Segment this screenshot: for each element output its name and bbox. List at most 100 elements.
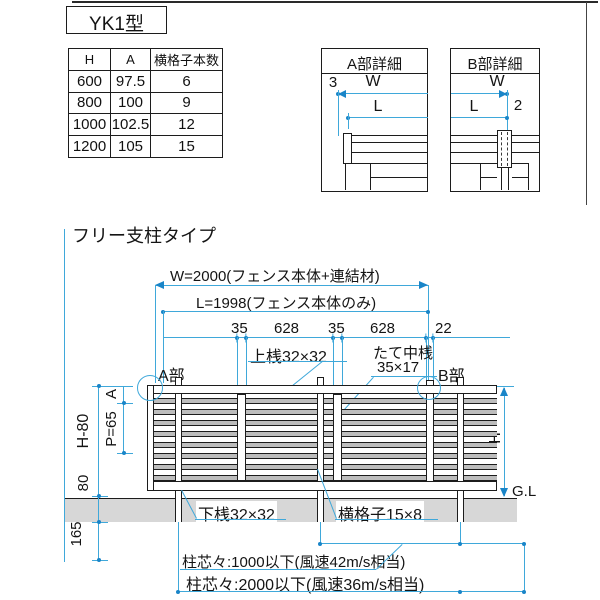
dim-dot — [458, 541, 462, 546]
dim-dot — [96, 384, 101, 388]
detail-b-title: B部詳細 — [467, 56, 523, 73]
line — [512, 177, 528, 179]
dim-seg-628a: 628 — [274, 320, 300, 337]
left-dim-line-outer — [98, 386, 100, 560]
dim-dot — [522, 589, 526, 594]
line — [451, 142, 497, 144]
note2-bracket-line — [178, 591, 525, 593]
cell-h: 1000 — [68, 113, 111, 137]
line — [370, 163, 372, 190]
fence-slat — [154, 453, 497, 459]
note2-label: 柱芯々:2000以下(風速36m/s相当) — [186, 577, 425, 594]
detail-a-separator — [322, 73, 427, 75]
line — [512, 142, 539, 144]
dim-dot — [522, 541, 526, 546]
spec-table: H A 横格子本数 600 97.5 6 800 100 9 1000 102.… — [68, 48, 223, 158]
dim-80-label: 80 — [75, 474, 92, 492]
line — [512, 152, 539, 154]
dim-h-arrow-down — [500, 488, 508, 497]
bracket-connector — [524, 543, 526, 591]
detail-b-box — [450, 48, 540, 192]
table-row: 1200 105 15 — [68, 135, 223, 158]
dim-w-label: W=2000(フェンス本体+連結材) — [170, 268, 380, 285]
callout-a-circle — [137, 375, 163, 401]
dim-l-label: L=1998(フェンス本体のみ) — [196, 295, 377, 312]
line — [451, 152, 497, 154]
dim-dot — [505, 115, 509, 120]
top-rail-label: 上桟32×32 — [250, 349, 327, 366]
cell-a: 100 — [110, 91, 151, 115]
line — [512, 163, 528, 165]
model-title-box — [66, 6, 167, 34]
page-left-rule — [64, 229, 66, 562]
cell-h: 800 — [68, 91, 111, 115]
post-drop-line — [460, 522, 462, 543]
spec-header-count: 横格子本数 — [150, 48, 223, 71]
line — [528, 163, 530, 190]
fence-slat — [154, 398, 497, 404]
fence-mullion — [333, 394, 342, 481]
note1-label: 柱芯々:1000以下(風速42m/s相当) — [182, 554, 406, 571]
detail-a-ext-line2 — [348, 113, 350, 129]
line — [480, 177, 497, 179]
callout-b-circle — [417, 376, 441, 400]
dim-dot — [458, 589, 462, 594]
ground-band — [65, 498, 517, 522]
dim-l-line — [163, 311, 428, 313]
model-title: YK1型 — [89, 14, 144, 35]
dim-seg-22: 22 — [435, 320, 452, 337]
cell-count: 15 — [150, 135, 223, 158]
detail-b-w-label: W — [489, 73, 505, 90]
detail-b-w-line — [451, 93, 507, 95]
ext-line — [163, 311, 165, 383]
table-row: 1000 102.5 12 — [68, 113, 223, 137]
detail-b-l-label: L — [469, 98, 479, 115]
dim-h-line — [504, 388, 506, 496]
dim-165-label: 165 — [68, 521, 85, 547]
fence-slat — [154, 409, 497, 415]
detail-b-post-hidden-line — [501, 132, 502, 166]
detail-b-w-arrow — [499, 89, 507, 98]
detail-b-post — [497, 130, 512, 168]
dim-dot — [176, 589, 180, 594]
dim-h-arrow-up — [500, 387, 508, 396]
dim-w-arrow-right — [419, 281, 428, 289]
mullion-label-2: 35×17 — [377, 359, 420, 376]
fence-slat — [154, 475, 497, 481]
dim-w-line — [155, 285, 428, 287]
ext-line — [433, 337, 435, 380]
detail-a-w-label: W — [365, 73, 381, 90]
dim-dot — [121, 451, 126, 455]
dim-p65-label: P=65 — [103, 411, 120, 447]
ext-line — [237, 337, 239, 385]
line — [480, 163, 482, 190]
spec-header-a: A — [110, 48, 151, 71]
gl-label: G.L — [512, 483, 537, 500]
cell-h: 600 — [68, 69, 111, 93]
detail-b-separator — [451, 73, 539, 75]
dim-seg-35b: 35 — [328, 320, 345, 337]
ext-line — [333, 337, 335, 394]
dim-dot — [96, 558, 101, 562]
dim-dot — [318, 541, 322, 546]
left-dim-tick — [92, 386, 133, 388]
note1-bracket-line — [320, 543, 525, 545]
fence-slat — [154, 442, 497, 448]
detail-a-l-label: L — [373, 98, 383, 115]
detail-a-title: A部詳細 — [346, 56, 402, 73]
fence-post — [175, 377, 182, 522]
dim-dot — [426, 309, 430, 314]
post-drop-line — [178, 522, 180, 591]
line — [501, 168, 503, 190]
detail-a-w-line — [338, 93, 428, 95]
detail-b-ext-line — [507, 90, 509, 130]
cell-a: 102.5 — [110, 113, 151, 137]
dim-w-arrow-left — [155, 281, 164, 289]
cell-count: 9 — [150, 91, 223, 115]
line — [345, 163, 347, 190]
table-row: 800 100 9 — [68, 91, 223, 115]
line — [451, 163, 497, 165]
line — [451, 135, 497, 137]
dim-a-label: A — [103, 389, 120, 400]
